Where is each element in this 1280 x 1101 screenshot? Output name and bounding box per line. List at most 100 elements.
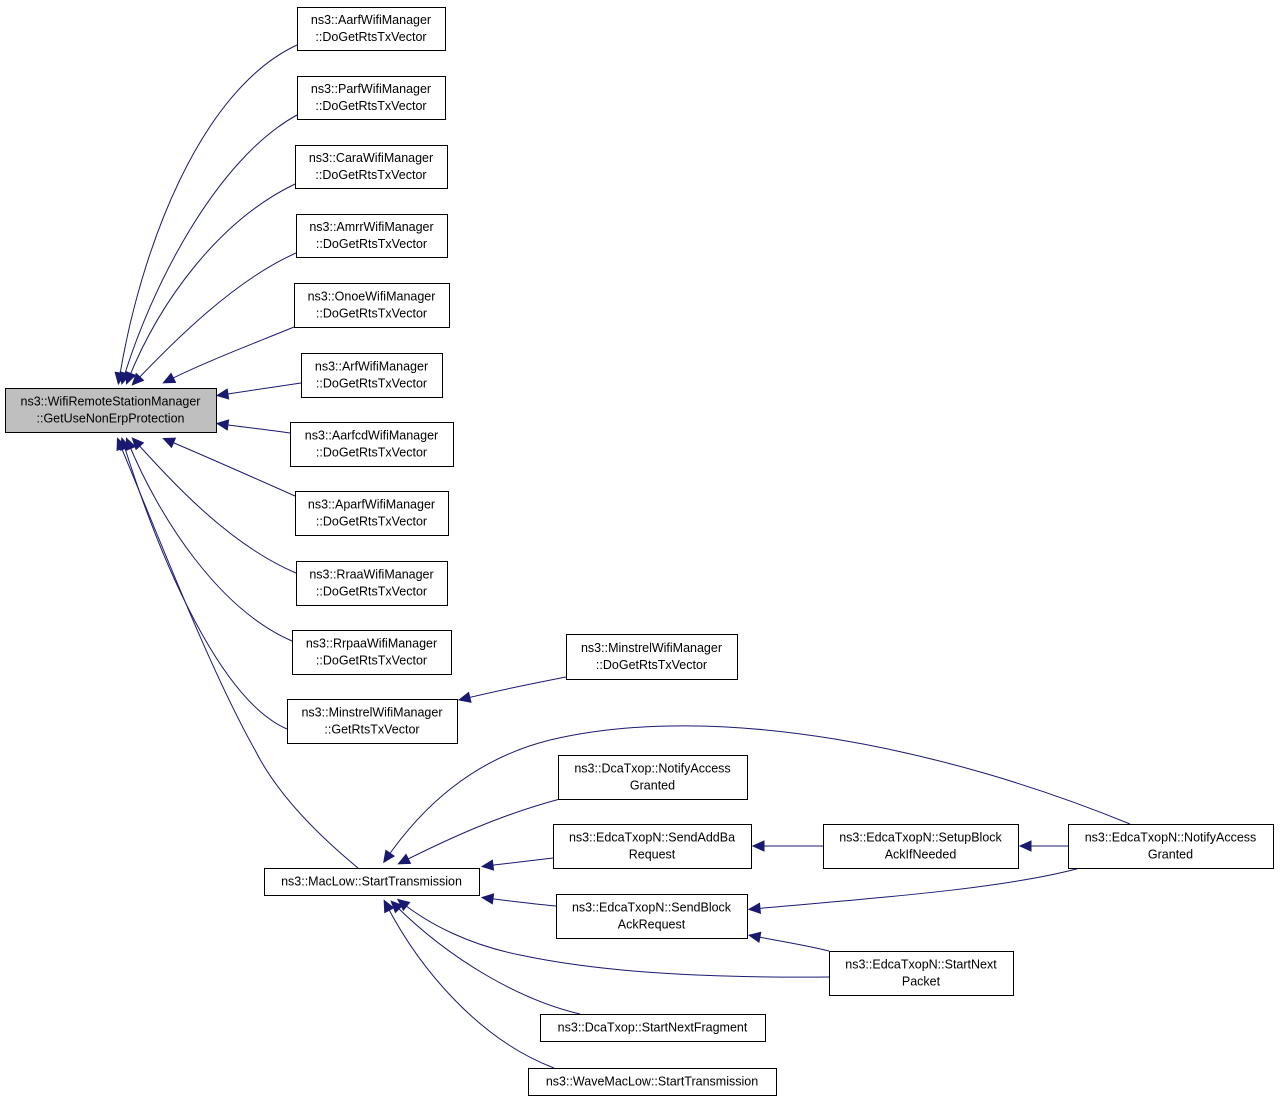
node-label-line: ns3::MinstrelWifiManager — [301, 706, 442, 720]
edge-aarfcd-to-root — [215, 419, 291, 434]
node-label-line: ::DoGetRtsTxVector — [596, 658, 707, 672]
node-box[interactable] — [297, 76, 446, 120]
edge-line — [118, 441, 359, 869]
node-label-line: Packet — [902, 975, 941, 989]
node-box[interactable] — [296, 214, 448, 258]
edge-edca_addba-to-maclow — [480, 857, 554, 871]
edge-line — [166, 326, 295, 382]
edge-aarf-to-root — [114, 44, 298, 386]
node-rrpaa[interactable]: ns3::RrpaaWifiManager::DoGetRtsTxVector — [292, 630, 452, 675]
node-dca_nextfrag[interactable]: ns3::DcaTxop::StartNextFragment — [540, 1014, 766, 1042]
node-aparf[interactable]: ns3::AparfWifiManager::DoGetRtsTxVector — [295, 491, 449, 536]
node-label-line: ns3::AmrrWifiManager — [309, 220, 433, 234]
node-box[interactable] — [5, 388, 217, 433]
node-label-line: Granted — [1148, 848, 1193, 862]
edge-line — [127, 441, 293, 642]
node-box[interactable] — [301, 353, 443, 398]
node-box[interactable] — [294, 283, 450, 328]
node-rraa[interactable]: ns3::RraaWifiManager::DoGetRtsTxVector — [296, 561, 448, 606]
edge-line — [385, 903, 555, 1069]
node-box[interactable] — [528, 1068, 777, 1096]
edges-layer — [114, 44, 1131, 1069]
node-cara[interactable]: ns3::CaraWifiManager::DoGetRtsTxVector — [295, 145, 448, 189]
node-label-line: ns3::OnoeWifiManager — [308, 290, 436, 304]
node-box[interactable] — [566, 634, 738, 680]
node-label-line: ns3::AarfcdWifiManager — [305, 429, 438, 443]
node-label-line: ns3::WifiRemoteStationManager — [21, 395, 201, 409]
arrowhead — [751, 840, 765, 852]
edge-line — [134, 252, 297, 383]
edge-cara-to-root — [125, 183, 296, 385]
node-arf[interactable]: ns3::ArfWifiManager::DoGetRtsTxVector — [301, 353, 443, 398]
edge-line — [385, 725, 1131, 860]
node-box[interactable] — [292, 630, 452, 675]
node-label-line: AckIfNeeded — [885, 848, 957, 862]
node-box[interactable] — [1068, 824, 1274, 869]
node-label-line: ::GetRtsTxVector — [324, 723, 419, 737]
node-box[interactable] — [296, 561, 448, 606]
edge-line — [485, 857, 554, 867]
node-label-line: AckRequest — [618, 918, 686, 932]
node-label-line: Granted — [630, 779, 675, 793]
node-label-line: ::GetUseNonErpProtection — [37, 412, 185, 426]
edge-edca_notify-to-edca_blockack — [747, 867, 1081, 915]
node-amrr[interactable]: ns3::AmrrWifiManager::DoGetRtsTxVector — [296, 214, 448, 258]
node-label-line: ns3::DcaTxop::NotifyAccess — [574, 762, 730, 776]
node-minstrel_get[interactable]: ns3::MinstrelWifiManager::GetRtsTxVector — [287, 699, 458, 744]
edge-line — [122, 114, 298, 381]
node-label-line: ns3::EdcaTxopN::NotifyAccess — [1085, 831, 1257, 845]
node-label-line: ::DoGetRtsTxVector — [316, 515, 427, 529]
arrowhead — [215, 419, 230, 431]
edge-amrr-to-root — [131, 252, 297, 386]
node-box[interactable] — [295, 145, 448, 189]
node-box[interactable] — [556, 894, 748, 939]
node-label-line: ns3::MacLow::StartTransmission — [281, 875, 462, 889]
node-aarfcd[interactable]: ns3::AarfcdWifiManager::DoGetRtsTxVector — [290, 422, 454, 467]
node-label-line: ns3::DcaTxop::StartNextFragment — [558, 1021, 748, 1035]
edge-line — [220, 423, 291, 434]
node-box[interactable] — [540, 1014, 766, 1042]
node-wave[interactable]: ns3::WaveMacLow::StartTransmission — [528, 1068, 777, 1096]
edge-line — [393, 903, 581, 1015]
node-label-line: ::DoGetRtsTxVector — [315, 30, 426, 44]
node-box[interactable] — [295, 491, 449, 536]
node-label-line: ::DoGetRtsTxVector — [316, 307, 427, 321]
edge-edca_nextpkt-to-edca_blockack — [747, 931, 830, 952]
node-label-line: ns3::RraaWifiManager — [309, 568, 433, 582]
edge-wave-to-maclow — [383, 899, 555, 1069]
node-label-line: ns3::EdcaTxopN::SendBlock — [572, 901, 732, 915]
node-box[interactable] — [287, 699, 458, 744]
node-box[interactable] — [264, 868, 480, 896]
arrowhead — [747, 902, 762, 915]
node-parf[interactable]: ns3::ParfWifiManager::DoGetRtsTxVector — [297, 76, 446, 120]
edge-line — [462, 676, 567, 700]
arrowhead — [131, 372, 145, 386]
node-box[interactable] — [290, 422, 454, 467]
node-label-line: ::DoGetRtsTxVector — [315, 99, 426, 113]
node-box[interactable] — [553, 824, 752, 869]
edge-rrpaa-to-root — [125, 437, 293, 642]
node-label-line: ns3::CaraWifiManager — [309, 151, 433, 165]
edge-edca_setup-to-edca_addba — [751, 840, 823, 852]
edge-edca_notify-to-maclow — [383, 725, 1131, 864]
node-minstrel_do[interactable]: ns3::MinstrelWifiManager::DoGetRtsTxVect… — [566, 634, 738, 680]
node-onoe[interactable]: ns3::OnoeWifiManager::DoGetRtsTxVector — [294, 283, 450, 328]
node-box[interactable] — [823, 824, 1019, 869]
node-box[interactable] — [829, 951, 1014, 996]
node-root[interactable]: ns3::WifiRemoteStationManager::GetUseNon… — [5, 388, 217, 433]
node-box[interactable] — [297, 7, 446, 51]
node-box[interactable] — [558, 755, 748, 800]
edge-onoe-to-root — [162, 326, 295, 384]
edge-dca_notify-to-maclow — [397, 798, 561, 865]
edge-line — [166, 439, 296, 497]
node-label-line: ::DoGetRtsTxVector — [316, 585, 427, 599]
node-aarf[interactable]: ns3::AarfWifiManager::DoGetRtsTxVector — [297, 7, 446, 51]
node-maclow[interactable]: ns3::MacLow::StartTransmission — [264, 868, 480, 896]
arrowhead — [162, 372, 177, 384]
